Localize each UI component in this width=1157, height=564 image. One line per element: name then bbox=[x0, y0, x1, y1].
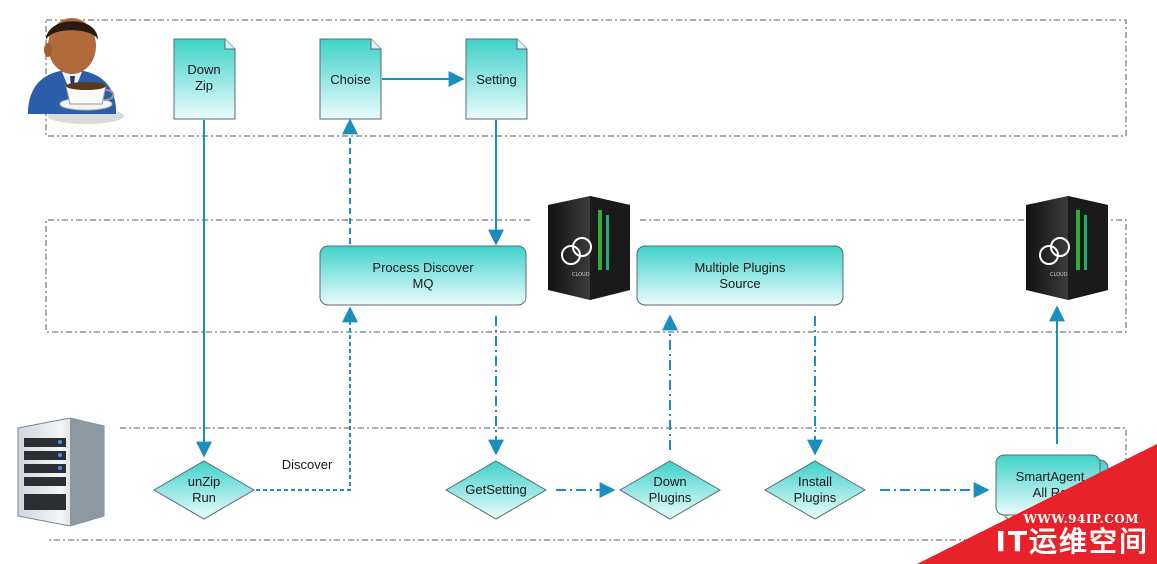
edge-unzip-discover bbox=[256, 306, 358, 491]
lane-agent bbox=[46, 427, 1127, 541]
multiple-plugins-box[interactable] bbox=[636, 245, 844, 306]
server-rack-icon: CLOUD bbox=[548, 196, 630, 300]
decision-install-plugins[interactable] bbox=[764, 460, 866, 520]
watermark-triangle bbox=[917, 444, 1157, 564]
svg-text:CLOUD: CLOUD bbox=[572, 272, 590, 278]
doc-down-zip[interactable] bbox=[173, 38, 236, 120]
svg-text:CLOUD: CLOUD bbox=[1050, 272, 1068, 278]
doc-choise[interactable] bbox=[319, 38, 382, 120]
process-discover-box[interactable] bbox=[319, 245, 527, 306]
decision-unzip-run[interactable] bbox=[153, 460, 255, 520]
decision-get-setting[interactable] bbox=[445, 460, 547, 520]
decision-down-plugins[interactable] bbox=[619, 460, 721, 520]
doc-setting[interactable] bbox=[465, 38, 528, 120]
watermark-url: WWW.94IP.COM bbox=[1023, 512, 1139, 526]
server-rack-icon-right: CLOUD bbox=[1026, 196, 1108, 300]
watermark-text: IT运维空间 bbox=[995, 525, 1149, 558]
watermark: WWW.94IP.COM IT运维空间 bbox=[917, 444, 1157, 564]
server-tower-icon bbox=[17, 417, 105, 527]
user-with-coffee-icon bbox=[28, 18, 124, 124]
